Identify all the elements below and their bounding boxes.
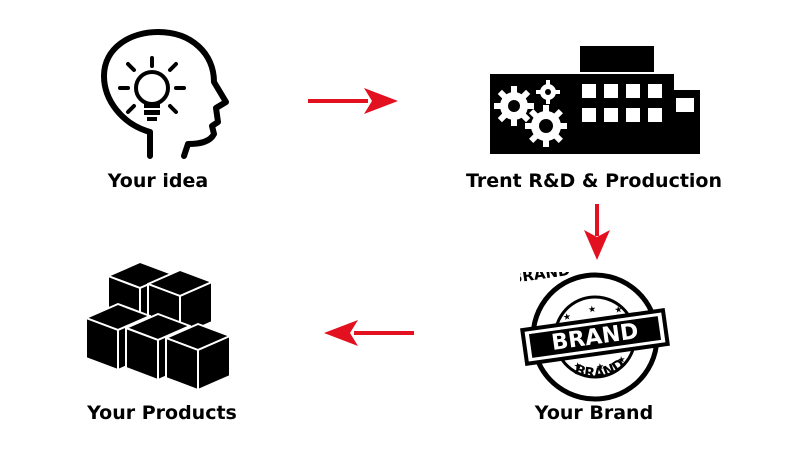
arrow-down-icon bbox=[584, 204, 610, 260]
step-label-brand: Your Brand bbox=[534, 402, 654, 424]
lightbulb-head-icon bbox=[101, 29, 229, 159]
brand-stamp-icon: BRAND BRAND ★ ★ ★ ★ ★ ★ BRAND bbox=[520, 272, 670, 402]
stacked-boxes-icon bbox=[85, 261, 231, 391]
step-label-products: Your Products bbox=[87, 402, 237, 424]
step-label-production: Trent R&D & Production bbox=[465, 170, 723, 192]
svg-text:★: ★ bbox=[596, 362, 605, 373]
arrow-right-icon bbox=[308, 88, 398, 114]
svg-text:★: ★ bbox=[617, 355, 626, 366]
svg-text:★: ★ bbox=[562, 312, 571, 323]
svg-text:★: ★ bbox=[614, 305, 623, 316]
svg-text:★: ★ bbox=[573, 361, 582, 372]
arrow-left-icon bbox=[324, 320, 414, 346]
factory-gears-icon bbox=[490, 46, 700, 154]
step-label-idea: Your idea bbox=[107, 170, 209, 192]
svg-text:★: ★ bbox=[588, 305, 597, 316]
